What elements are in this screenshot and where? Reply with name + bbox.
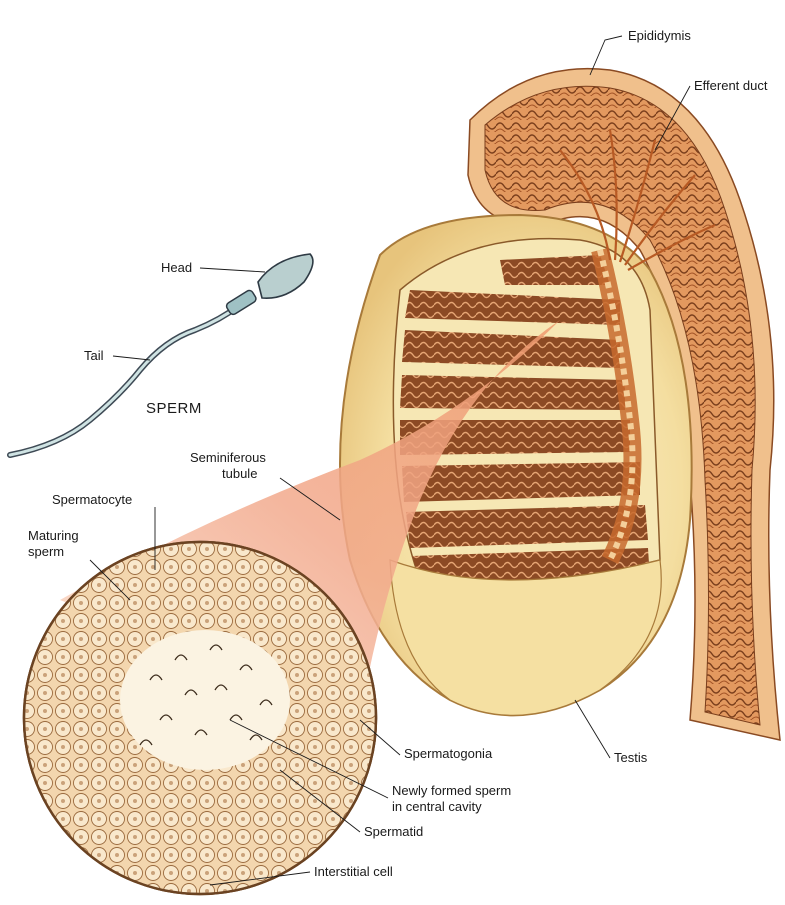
label-spermatid: Spermatid	[364, 824, 423, 839]
label-tail: Tail	[84, 348, 104, 363]
label-seminiferous-line1: Seminiferous	[190, 450, 266, 465]
label-head: Head	[161, 260, 192, 275]
label-newly-formed-line1: Newly formed sperm	[392, 783, 511, 798]
tubule-cross-section	[20, 540, 380, 900]
label-efferent-duct: Efferent duct	[694, 78, 768, 93]
label-testis: Testis	[614, 750, 648, 765]
label-epididymis: Epididymis	[628, 28, 691, 43]
label-newly-formed-line2: in central cavity	[392, 799, 482, 814]
label-maturing-line2: sperm	[28, 544, 64, 559]
label-maturing-line1: Maturing	[28, 528, 79, 543]
label-seminiferous-line2: tubule	[222, 466, 257, 481]
label-interstitial-cell: Interstitial cell	[314, 864, 393, 879]
label-spermatocyte: Spermatocyte	[52, 492, 132, 507]
sperm-illustration	[10, 254, 313, 455]
label-sperm: SPERM	[146, 400, 202, 417]
label-spermatogonia: Spermatogonia	[404, 746, 493, 761]
